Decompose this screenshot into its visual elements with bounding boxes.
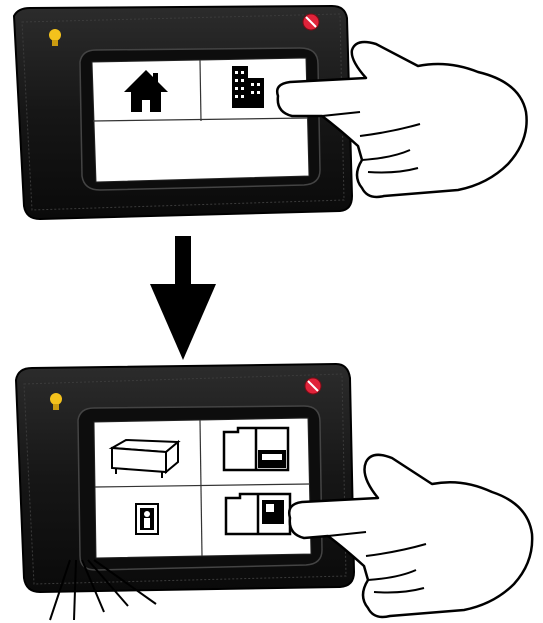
tile-empty-2[interactable]: [203, 121, 303, 176]
down-arrow-icon: [150, 236, 216, 360]
touch-screen[interactable]: [94, 418, 311, 558]
tile-empty-1[interactable]: [96, 123, 196, 178]
power-button[interactable]: [303, 14, 319, 30]
control-panel-bottom: [16, 364, 354, 620]
power-button[interactable]: [305, 378, 321, 394]
tile-person-room[interactable]: [136, 504, 158, 534]
person-in-room-icon: [136, 504, 158, 534]
